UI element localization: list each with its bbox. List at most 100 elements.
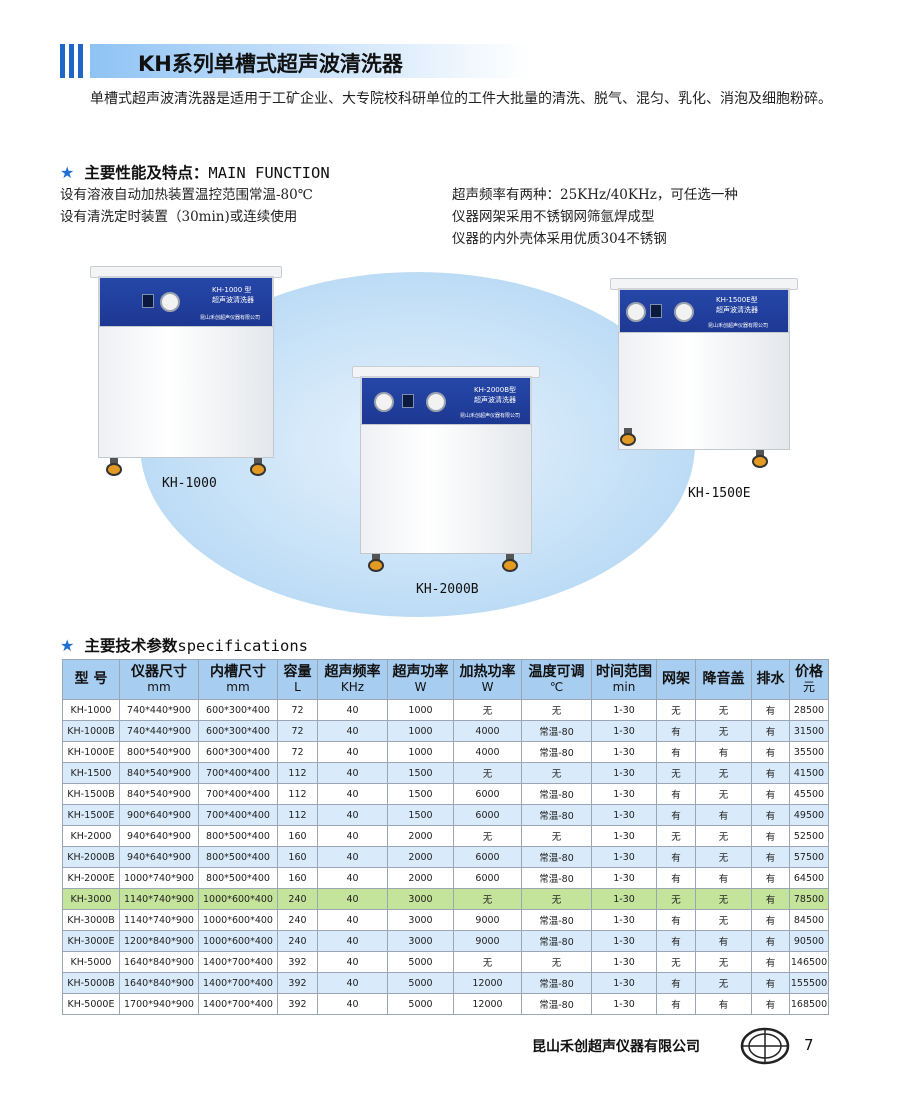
table-cell: 无 (453, 699, 522, 721)
column-header-label: 排水 (756, 671, 785, 687)
table-cell: 无 (656, 825, 696, 847)
table-cell: 168500 (789, 993, 829, 1015)
header-stripe (69, 44, 74, 78)
table-cell: 40 (317, 699, 388, 721)
table-cell: 有 (695, 741, 752, 763)
control-panel: KH-1500E型 超声波清洗器 昆山禾创超声仪器有限公司 (618, 288, 790, 336)
table-cell: 52500 (789, 825, 829, 847)
page-title: KH系列单槽式超声波清洗器 (138, 52, 403, 76)
star-icon: ★ (60, 163, 75, 182)
table-cell: 无 (521, 762, 592, 784)
table-cell: 40 (317, 993, 388, 1015)
control-panel: KH-2000B型 超声波清洗器 昆山禾创超声仪器有限公司 (360, 376, 532, 426)
table-cell: 45500 (789, 783, 829, 805)
table-cell: 无 (656, 762, 696, 784)
header-gradient-band (90, 44, 530, 78)
table-cell: 90500 (789, 930, 829, 952)
table-cell: 无 (453, 762, 522, 784)
panel-model-text: KH-1500E型 (716, 296, 758, 304)
table-cell: 112 (277, 762, 318, 784)
table-cell: 1000*600*400 (198, 909, 278, 931)
table-cell: 无 (656, 951, 696, 973)
feature-item: 仪器的内外壳体采用优质304不锈钢 (452, 231, 667, 247)
panel-sub-text: 超声波清洗器 (716, 306, 758, 314)
column-header-label: 内槽尺寸 (210, 663, 266, 680)
table-cell: 常温-80 (521, 741, 592, 763)
table-cell: 常温-80 (521, 909, 592, 931)
timer-display (142, 294, 154, 308)
table-cell: 40 (317, 930, 388, 952)
table-cell: 160 (277, 867, 318, 889)
control-knob (674, 302, 694, 322)
table-cell: 35500 (789, 741, 829, 763)
column-header-label: 时间范围 (596, 663, 652, 680)
table-cell: 155500 (789, 972, 829, 994)
table-cell: 1700*940*900 (119, 993, 199, 1015)
table-cell: 1000*740*900 (119, 867, 199, 889)
column-header-label: 型 号 (74, 671, 108, 687)
control-panel: KH-1000 型 超声波清洗器 昆山禾创超声仪器有限公司 (98, 276, 274, 328)
column-header-label: 网架 (662, 671, 690, 687)
table-cell: 600*300*400 (198, 741, 278, 763)
table-cell: 6000 (453, 804, 522, 826)
table-cell: 无 (453, 888, 522, 910)
table-cell: 有 (751, 888, 790, 910)
table-cell: 72 (277, 699, 318, 721)
table-cell: 40 (317, 825, 388, 847)
column-header-unit: 元 (802, 679, 815, 694)
table-cell: 40 (317, 867, 388, 889)
column-header: 价格元 (789, 659, 829, 700)
table-cell: 392 (277, 951, 318, 973)
panel-company-text: 昆山禾创超声仪器有限公司 (460, 413, 521, 419)
table-cell: 800*500*400 (198, 846, 278, 868)
table-cell: 3000 (387, 888, 454, 910)
feature-item: 设有清洗定时装置（30min)或连续使用 (60, 209, 298, 225)
caster-wheel (250, 458, 266, 476)
table-cell: KH-5000B (62, 972, 120, 994)
caster-wheel (620, 428, 636, 446)
table-cell: KH-3000B (62, 909, 120, 931)
features-heading-en: MAIN FUNCTION (208, 164, 330, 182)
feature-item: 设有溶液自动加热装置温控范围常温-80℃ (60, 187, 313, 203)
table-cell: 有 (751, 825, 790, 847)
table-cell: 6000 (453, 867, 522, 889)
column-header-unit: KHz (340, 679, 365, 694)
table-cell: 800*500*400 (198, 867, 278, 889)
table-cell: 无 (521, 888, 592, 910)
table-cell: 1-30 (591, 783, 657, 805)
table-cell: 40 (317, 846, 388, 868)
table-cell: 1400*700*400 (198, 972, 278, 994)
table-cell: KH-1000 (62, 699, 120, 721)
table-cell: 1140*740*900 (119, 909, 199, 931)
table-cell: 1400*700*400 (198, 951, 278, 973)
table-cell: 无 (656, 888, 696, 910)
features-right-list: 超声频率有两种：25KHz/40KHz，可任选一种 仪器网架采用不锈钢网筛氩焊成… (452, 184, 738, 250)
control-knob (160, 292, 180, 312)
table-cell: 有 (751, 951, 790, 973)
table-cell: 有 (751, 804, 790, 826)
table-cell: KH-3000E (62, 930, 120, 952)
table-cell: 72 (277, 741, 318, 763)
features-left-list: 设有溶液自动加热装置温控范围常温-80℃ 设有清洗定时装置（30min)或连续使… (60, 184, 313, 228)
table-cell: 无 (695, 972, 752, 994)
table-cell: 40 (317, 909, 388, 931)
table-cell: KH-1500 (62, 762, 120, 784)
table-cell: 4000 (453, 741, 522, 763)
table-cell: 1-30 (591, 804, 657, 826)
control-knob (426, 392, 446, 412)
column-header: 温度可调℃ (521, 659, 592, 700)
features-heading-cn: 主要性能及特点： (84, 164, 209, 182)
table-cell: 1-30 (591, 762, 657, 784)
table-cell: 940*640*900 (119, 846, 199, 868)
table-cell: 3000 (387, 909, 454, 931)
